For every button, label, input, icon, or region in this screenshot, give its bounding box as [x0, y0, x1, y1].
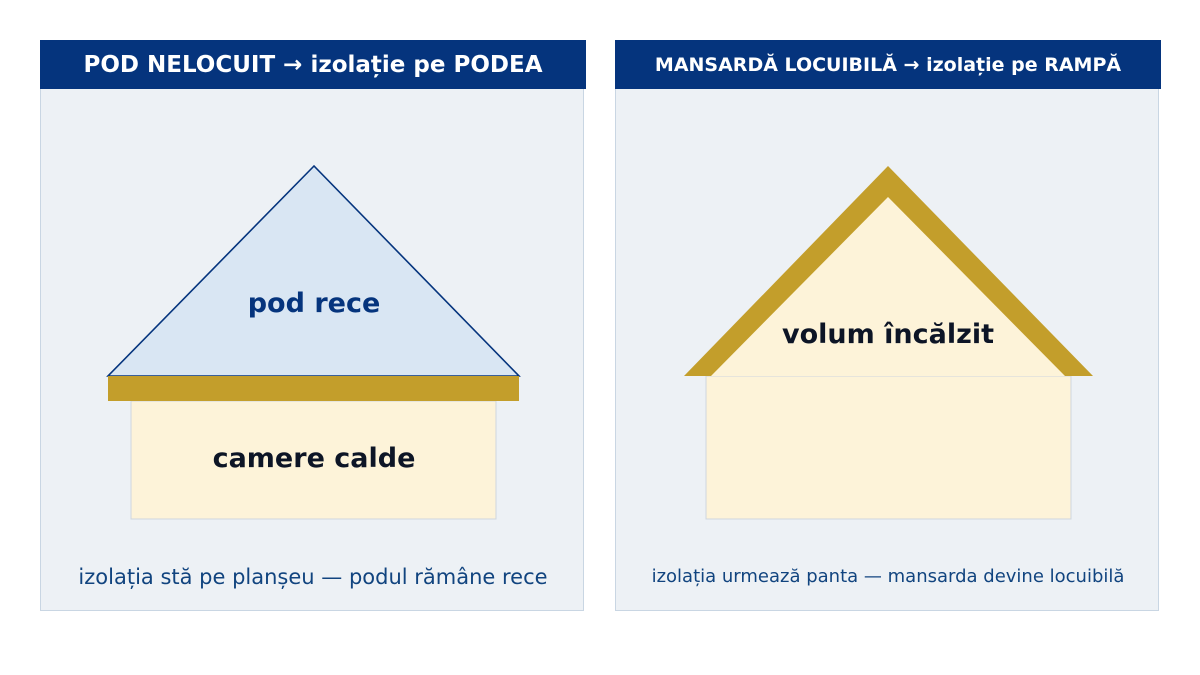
right-panel-caption: izolația urmează panta — mansarda devine… [651, 566, 1125, 587]
left-panel-caption: izolația stă pe planșeu — podul rămâne r… [78, 565, 548, 589]
heated-attic-volume [711, 197, 1065, 376]
left-panel-title: POD NELOCUIT → izolație pe PODEA [40, 40, 586, 89]
right-panel-title: MANSARDĂ LOCUIBILĂ → izolație pe RAMPĂ [615, 40, 1161, 89]
volume-label: volum încălzit [782, 319, 994, 350]
heated-rooms-block [705, 375, 1072, 520]
cold-attic-roof [106, 164, 521, 377]
habitable-attic-diagram: volum încălzit [684, 166, 1093, 520]
right-panel: MANSARDĂ LOCUIBILĂ → izolație pe RAMPĂ v… [615, 40, 1161, 611]
roof-label: pod rece [248, 288, 381, 319]
warm-rooms-block [130, 400, 497, 520]
left-panel: POD NELOCUIT → izolație pe PODEA pod rec… [40, 40, 586, 611]
room-label: camere calde [213, 443, 416, 474]
unheated-attic-diagram: pod rece camere calde [106, 164, 521, 520]
floor-insulation-layer [108, 376, 519, 401]
